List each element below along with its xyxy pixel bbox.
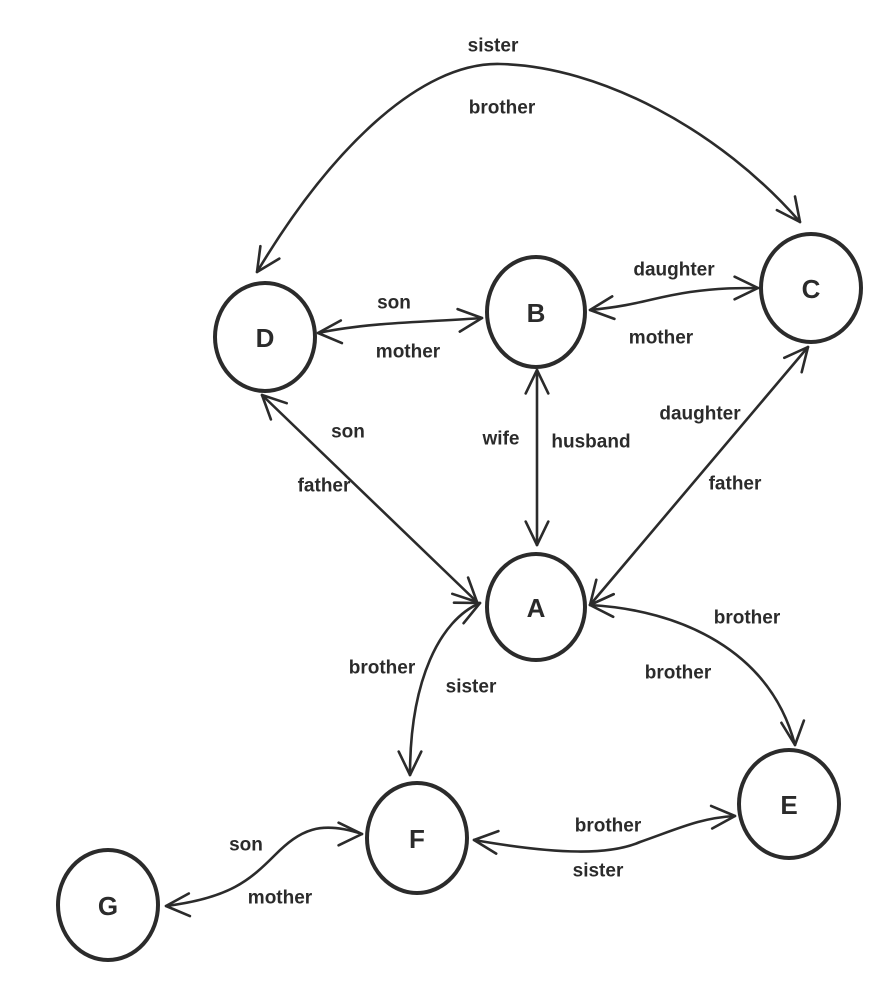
arrowhead-to-a-icon (524, 520, 550, 547)
node-label: B (527, 298, 546, 328)
node-e[interactable]: E (737, 748, 841, 860)
arrowhead-to-d-icon (260, 393, 288, 421)
edge-label-f-e-2: sister (573, 861, 624, 882)
edge-label-f-e-1: brother (575, 816, 642, 837)
edge-label-a-f-2: sister (446, 677, 497, 698)
edge-line (408, 601, 482, 777)
nodes-layer: A B C D E F G (56, 232, 863, 962)
node-f[interactable]: F (365, 781, 469, 895)
edge-line (588, 286, 760, 312)
edge-label-c-a-2: father (709, 474, 762, 495)
edge-label-d-b-1: son (377, 293, 411, 314)
edge-label-d-a-1: son (331, 422, 365, 443)
edge-label-b-a-1: wife (482, 429, 520, 450)
node-g[interactable]: G (56, 848, 160, 962)
edge-line (260, 393, 479, 604)
node-circle (737, 748, 841, 860)
edge-label-b-c-2: mother (629, 328, 694, 349)
arrowhead-to-a-icon (588, 592, 615, 619)
arrowhead-to-g-icon (164, 892, 192, 918)
arrowhead-to-d-icon (255, 244, 281, 274)
edge-d-a (260, 393, 479, 604)
node-label: F (409, 824, 425, 854)
node-label: A (527, 593, 546, 623)
node-d[interactable]: D (213, 281, 317, 393)
arrowhead-to-b-icon (524, 368, 550, 395)
edge-labels-layer: sister brother son mother daughter mother son f… (229, 36, 781, 909)
edge-b-a (524, 368, 550, 547)
edge-label-d-a-2: father (298, 476, 351, 497)
arrowhead-to-b-icon (456, 307, 484, 333)
edge-a-f (397, 601, 482, 777)
arrowhead-to-d-icon (316, 319, 344, 345)
node-label: G (98, 891, 118, 921)
edge-line (164, 826, 364, 908)
edge-label-d-c-1: sister (468, 36, 519, 57)
edges-layer (164, 62, 810, 918)
node-label: D (256, 323, 275, 353)
arrowhead-to-b-icon (588, 295, 616, 321)
arrowhead-to-f-icon (337, 821, 364, 847)
arrowhead-to-f-icon (472, 829, 500, 855)
node-circle (485, 552, 587, 662)
node-circle (365, 781, 469, 895)
edge-label-b-c-1: daughter (633, 260, 715, 281)
node-circle (759, 232, 863, 344)
edge-a-e (588, 592, 806, 747)
node-label: C (802, 274, 821, 304)
edge-c-a (588, 345, 810, 607)
node-circle (56, 848, 160, 962)
edge-d-b (316, 307, 484, 345)
edge-label-a-f-1: brother (349, 658, 416, 679)
arrowhead-to-c-icon (733, 275, 760, 301)
arrowhead-to-e-icon (780, 719, 806, 747)
edge-label-a-e-1: brother (714, 608, 781, 629)
node-label: E (780, 790, 797, 820)
arrowhead-to-f-icon (397, 750, 423, 777)
edge-label-g-f-2: mother (248, 888, 313, 909)
node-b[interactable]: B (485, 255, 587, 369)
edge-label-b-a-2: husband (551, 432, 630, 453)
edge-line (255, 62, 802, 274)
edge-label-d-c-2: brother (469, 98, 536, 119)
arrowhead-to-c-icon (775, 195, 802, 224)
edge-line (316, 316, 484, 335)
edge-line (472, 814, 737, 853)
edge-g-f (164, 821, 364, 918)
edge-d-c (255, 62, 802, 274)
edge-label-d-b-2: mother (376, 342, 441, 363)
arrowhead-to-c-icon (783, 345, 810, 374)
node-a[interactable]: A (485, 552, 587, 662)
node-c[interactable]: C (759, 232, 863, 344)
arrowhead-to-e-icon (709, 804, 737, 830)
edge-line (588, 345, 810, 607)
node-circle (213, 281, 317, 393)
edge-label-c-a-1: daughter (659, 404, 741, 425)
edge-f-e (472, 804, 737, 855)
edge-b-c (588, 275, 760, 321)
edge-label-a-e-2: brother (645, 663, 712, 684)
node-circle (485, 255, 587, 369)
edge-line (588, 603, 797, 747)
edge-label-g-f-1: son (229, 835, 263, 856)
arrowhead-to-a-icon (452, 601, 482, 625)
